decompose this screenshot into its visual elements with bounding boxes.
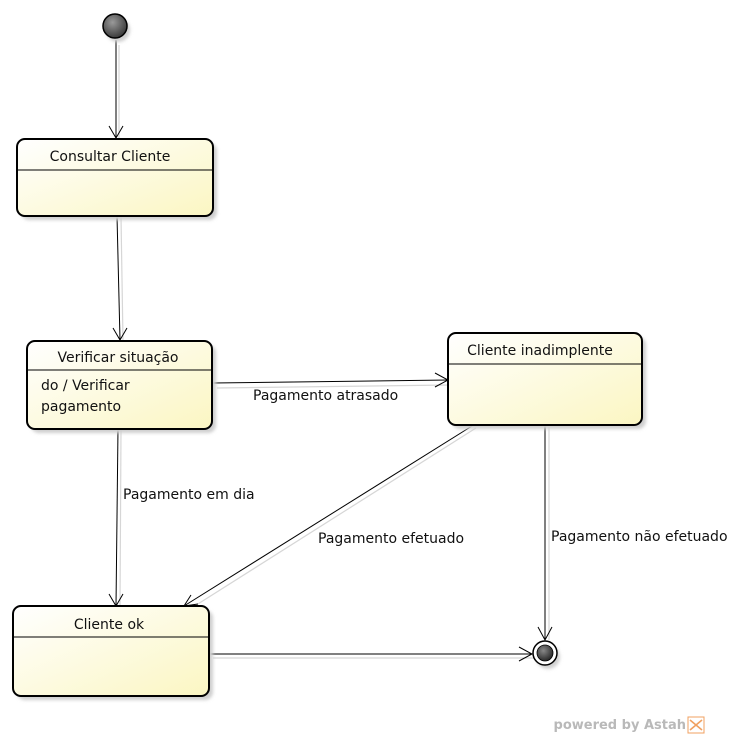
label-pagamento-em-dia: Pagamento em dia bbox=[123, 487, 255, 503]
state-verificar-activity-line-2: pagamento bbox=[41, 399, 121, 415]
initial-node bbox=[102, 13, 130, 42]
state-consultar-cliente[interactable]: Consultar Cliente bbox=[16, 138, 217, 220]
label-pagamento-atrasado: Pagamento atrasado bbox=[253, 388, 398, 404]
transition-ok-to-final bbox=[209, 646, 534, 662]
transition-consultar-to-verificar bbox=[112, 215, 128, 341]
transition-inadimplente-to-ok bbox=[182, 425, 473, 607]
transition-initial-to-consultar bbox=[108, 40, 124, 139]
state-verificar-activity-line-1: do / Verificar bbox=[41, 378, 130, 394]
transition-inadimplente-to-final bbox=[537, 425, 553, 642]
astah-watermark: powered by Astah bbox=[554, 716, 705, 734]
powered-by-text: powered by Astah bbox=[554, 718, 686, 733]
label-pagamento-nao-efetuado: Pagamento não efetuado bbox=[551, 529, 728, 545]
state-cliente-inadimplente-name: Cliente inadimplente bbox=[467, 343, 613, 359]
state-cliente-ok-name: Cliente ok bbox=[74, 617, 145, 633]
state-verificar-situacao[interactable]: Verificar situação do / Verificar pagame… bbox=[26, 340, 216, 433]
astah-logo-icon bbox=[687, 716, 705, 734]
final-node bbox=[532, 640, 560, 669]
state-verificar-situacao-name: Verificar situação bbox=[57, 350, 178, 366]
state-cliente-ok[interactable]: Cliente ok bbox=[12, 605, 213, 700]
state-cliente-inadimplente[interactable]: Cliente inadimplente bbox=[447, 332, 646, 429]
transition-shadows bbox=[118, 45, 550, 659]
state-consultar-cliente-name: Consultar Cliente bbox=[50, 149, 171, 165]
label-pagamento-efetuado: Pagamento efetuado bbox=[318, 531, 464, 547]
